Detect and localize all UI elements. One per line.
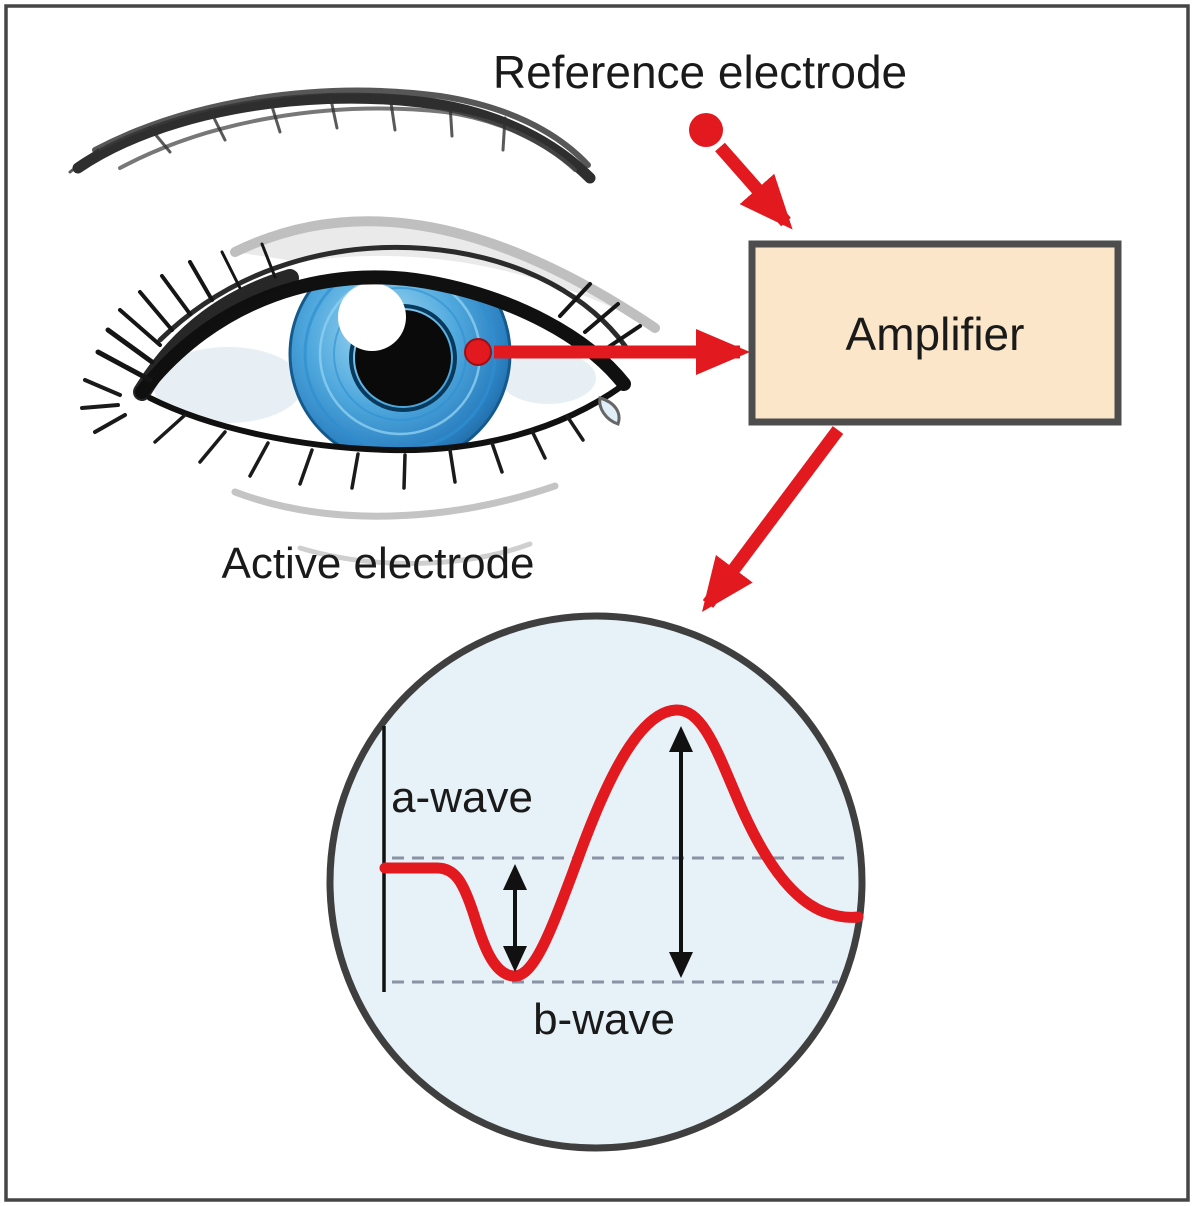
active-electrode-dot xyxy=(464,338,492,366)
active-electrode-label: Active electrode xyxy=(221,539,534,588)
eye-illustration xyxy=(68,87,660,566)
erg-waveform-plot: a-wave b-wave xyxy=(379,704,864,1044)
reference-electrode-arrow xyxy=(715,142,793,230)
b-wave-label: b-wave xyxy=(533,995,675,1044)
a-wave-label: a-wave xyxy=(391,773,533,822)
amplifier-box xyxy=(748,240,1122,426)
amplifier-output-arrow xyxy=(702,426,844,613)
amplifier-label: Amplifier xyxy=(846,308,1025,360)
reference-electrode-label: Reference electrode xyxy=(493,46,907,98)
waveform-circle xyxy=(326,612,866,1152)
reference-electrode-dot xyxy=(689,113,723,147)
erg-trace xyxy=(379,704,864,982)
